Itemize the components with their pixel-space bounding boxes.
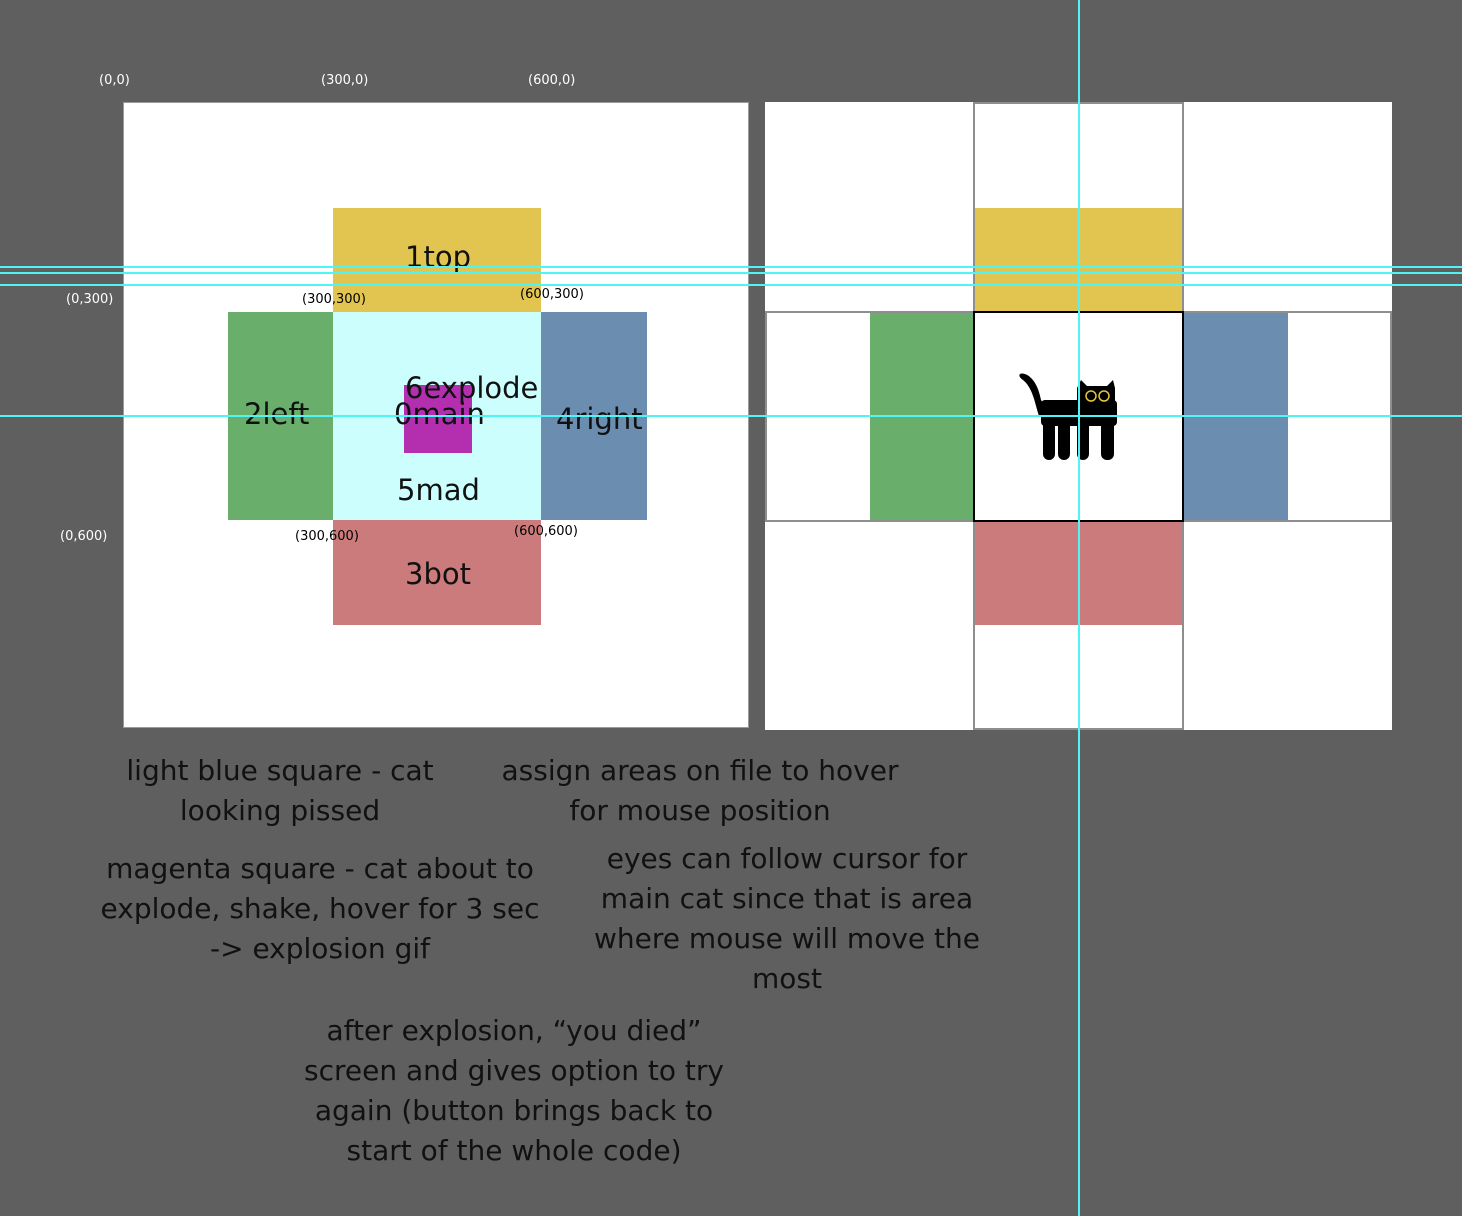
guide-line-horizontal-4 [0,415,1462,417]
grid-line-far-right [1390,311,1392,522]
zone-explode-magenta [404,385,472,453]
zone-label-left: 2left [244,397,310,431]
coord-label-0-600: (0,600) [60,529,108,544]
note-assign-areas: assign areas on file to hover for mouse … [501,754,899,827]
guide-line-horizontal-1 [0,266,1462,268]
coord-label-300-0: (300,0) [321,73,369,88]
grid-line-far-left [765,311,767,522]
zone-bottom [333,520,541,625]
guide-line-horizontal-3 [0,284,1462,286]
cat-right-eye-icon [1098,390,1110,402]
coord-label-600-600: (600,600) [514,524,578,539]
zone-label-top: 1top [405,240,471,274]
coord-label-600-0: (600,0) [528,73,576,88]
black-cat-icon [1019,373,1117,460]
zone-label-main: 0main [394,397,485,431]
preview-zone-right [1184,313,1288,520]
zone-label-mad: 5mad [397,473,480,507]
note-after-explosion: after explosion, “you died” screen and g… [304,1014,724,1167]
coord-label-300-300: (300,300) [302,292,366,307]
coord-label-600-300: (600,300) [520,287,584,302]
zone-top [333,208,541,312]
preview-zone-left [870,313,973,520]
zone-label-explode: 6explode [405,371,539,405]
note-magenta: magenta square - cat about to explode, s… [100,852,540,965]
zone-label-right: 4right [556,402,643,436]
guide-line-horizontal-2 [0,272,1462,274]
coord-label-0-300: (0,300) [66,292,114,307]
coord-label-300-600: (300,600) [295,529,359,544]
coord-label-0-0: (0,0) [99,73,130,88]
guide-line-vertical [1078,0,1080,1216]
note-eyes: eyes can follow cursor for main cat sinc… [594,842,980,995]
cat-left-eye-icon [1085,390,1097,402]
note-light-blue: light blue square - cat looking pissed [126,754,434,827]
zone-label-bottom: 3bot [405,557,471,591]
